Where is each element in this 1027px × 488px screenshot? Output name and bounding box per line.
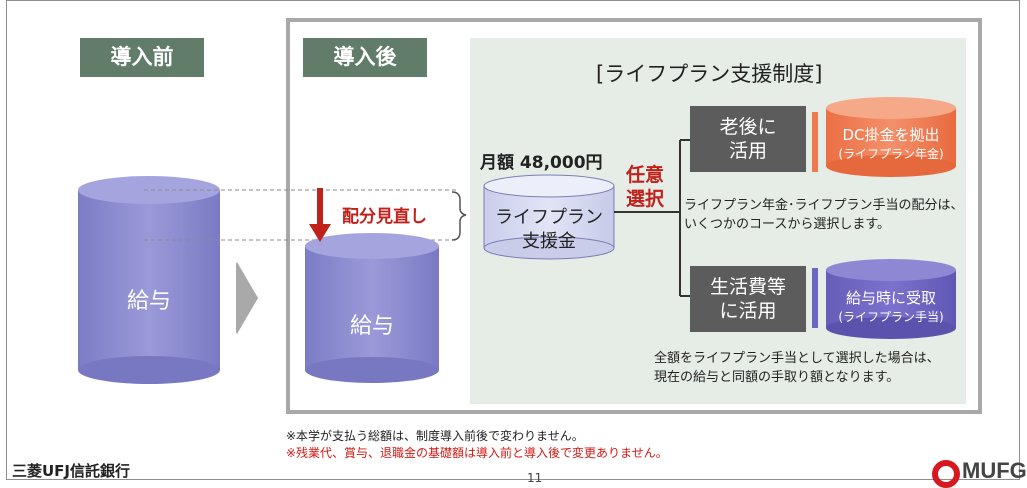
receive-label-line1: 給与時に受取 [845, 289, 936, 307]
retirement-box: 老後に 活用 [690, 106, 806, 172]
retirement-accent-bar [812, 112, 818, 172]
reallocation-arrow-icon [309, 188, 331, 242]
retirement-box-line2: 活用 [728, 140, 767, 162]
choice-label-line2: 選択 [626, 188, 665, 210]
dc-cylinder [826, 97, 956, 177]
panel-title: [ライフプラン支援制度] [596, 62, 823, 86]
allocation-note-line1: ライフプラン年金･ライフプラン手当の配分は、 [684, 198, 964, 213]
after-section-frame [286, 18, 982, 414]
slide-frame [6, 0, 1020, 480]
support-label-line1: ライフプラン [495, 207, 603, 228]
receive-cylinder [826, 259, 956, 339]
before-salary-label: 給与 [126, 289, 171, 314]
living-box-line1: 生活費等 [709, 276, 786, 298]
support-label: ライフプラン 支援金 [484, 206, 614, 254]
receive-label: 給与時に受取 (ライフプラン手当) [826, 289, 956, 327]
full-allowance-note-line2: 現在の給与と同額の手取り額となります。 [654, 370, 900, 385]
support-label-line2: 支援金 [522, 231, 576, 252]
before-tag: 導入前 [80, 38, 204, 77]
after-salary-label: 給与 [349, 314, 394, 339]
branch-connector [614, 139, 690, 297]
mufg-logo-icon [932, 460, 960, 488]
living-box: 生活費等 に活用 [690, 266, 806, 332]
reallocation-label: 配分見直し [342, 207, 427, 227]
brace-icon [451, 191, 467, 241]
allocation-note: ライフプラン年金･ライフプラン手当の配分は、 いくつかのコースから選択します。 [684, 196, 964, 234]
bank-name: 三菱UFJ信託銀行 [12, 462, 131, 480]
living-box-line2: に活用 [719, 300, 777, 322]
dc-label-line2: (ライフプラン年金) [838, 147, 944, 161]
page-number: 11 [527, 471, 543, 485]
dc-label-line1: DC掛金を拠出 [842, 126, 940, 144]
allocation-note-line2: いくつかのコースから選択します。 [684, 217, 891, 232]
retirement-box-line1: 老後に [719, 116, 777, 138]
footnote-base-amount: ※残業代、賞与、退職金の基礎額は導入前と導入後で変更ありません。 [286, 446, 668, 460]
receive-label-line2: (ライフプラン手当) [838, 310, 944, 324]
monthly-amount: 月額 48,000円 [480, 153, 603, 173]
choice-label-line1: 任意 [626, 164, 665, 186]
after-tag: 導入後 [303, 38, 427, 77]
after-salary-cylinder [305, 233, 439, 383]
footnote-total: ※本学が支払う総額は、制度導入前後で変わりません。 [286, 429, 584, 443]
mufg-logo-text: MUFG [962, 458, 1027, 483]
full-allowance-note: 全額をライフプラン手当として選択した場合は、 現在の給与と同額の手取り額となりま… [654, 349, 940, 387]
support-cylinder [483, 174, 615, 260]
dc-label: DC掛金を拠出 (ライフプラン年金) [826, 126, 956, 164]
before-salary-cylinder [78, 176, 220, 384]
living-accent-bar [812, 268, 818, 328]
choice-label: 任意 選択 [626, 163, 664, 211]
full-allowance-note-line1: 全額をライフプラン手当として選択した場合は、 [654, 351, 940, 366]
